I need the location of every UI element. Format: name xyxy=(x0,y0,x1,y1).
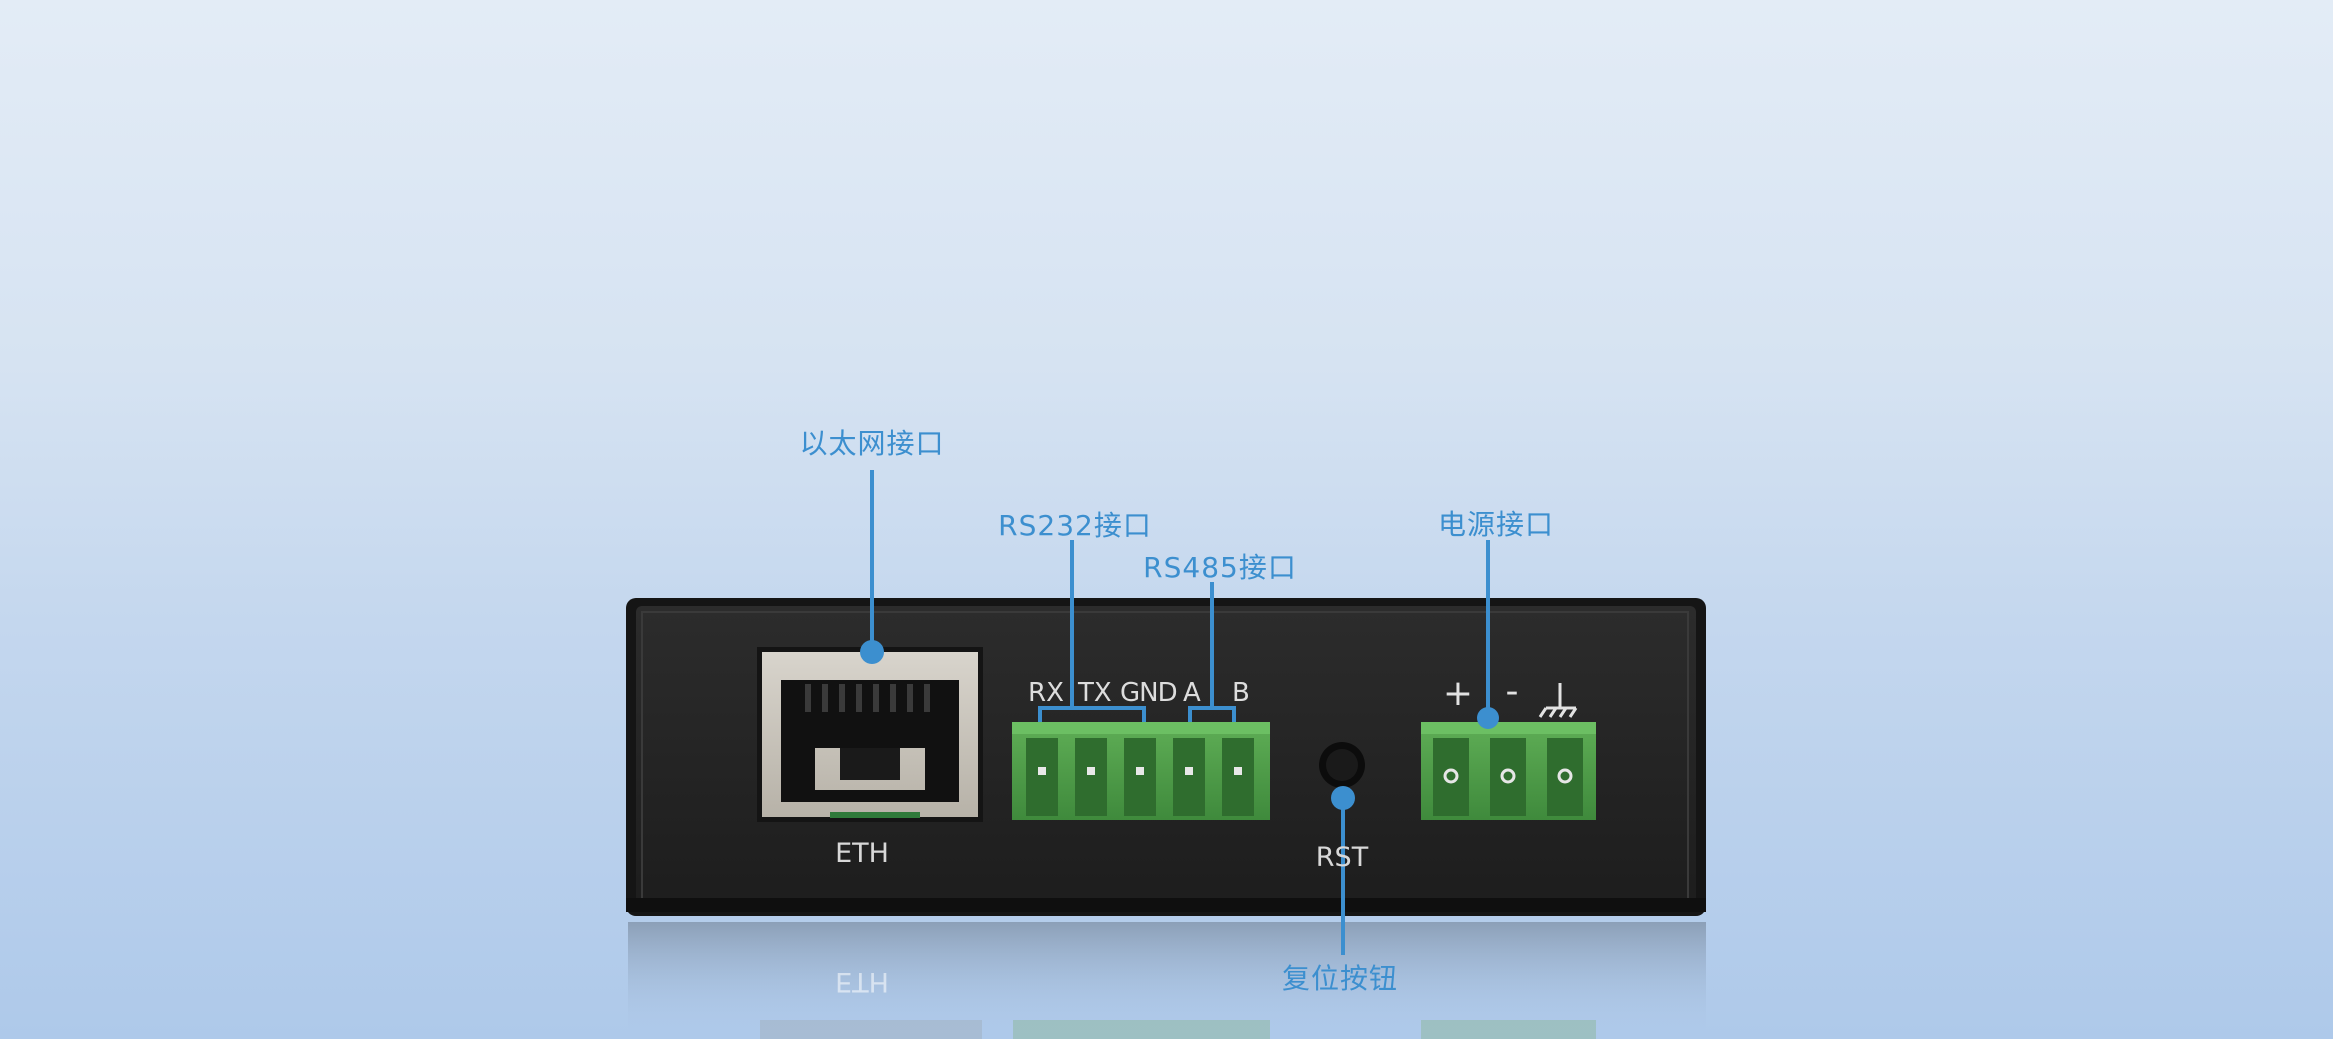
serial-terminal-block xyxy=(1012,722,1270,820)
power-label-negative: - xyxy=(1505,671,1519,712)
reset-callout-dot xyxy=(1331,786,1355,810)
power-callout-label: 电源接口 xyxy=(1437,508,1555,541)
reset-button-icon xyxy=(1319,742,1365,788)
pin-label-b: B xyxy=(1232,678,1250,708)
power-callout-dot xyxy=(1477,707,1499,729)
reset-callout-label: 复位按钮 xyxy=(1281,962,1399,995)
eth-reflection-label: ETH xyxy=(835,966,889,997)
rs232-callout-label: RS232接口 xyxy=(998,509,1152,542)
rst-button-label: RST xyxy=(1315,842,1369,873)
pin-label-gnd: GND xyxy=(1120,678,1178,708)
ethernet-callout-label: 以太网接口 xyxy=(799,427,945,460)
rs485-callout-label: RS485接口 xyxy=(1143,551,1297,584)
pin-label-rx: RX xyxy=(1028,678,1064,708)
ethernet-callout-dot xyxy=(860,640,884,664)
ground-icon xyxy=(1538,683,1578,718)
rj45-port-icon xyxy=(757,647,983,822)
power-label-positive: + xyxy=(1442,673,1474,714)
eth-port-label: ETH xyxy=(835,838,889,869)
power-terminal-block xyxy=(1421,722,1596,820)
device-reflection xyxy=(628,922,1706,1039)
callout-leaders xyxy=(870,470,1490,955)
pin-label-a: A xyxy=(1183,678,1201,708)
pin-label-tx: TX xyxy=(1078,678,1112,708)
